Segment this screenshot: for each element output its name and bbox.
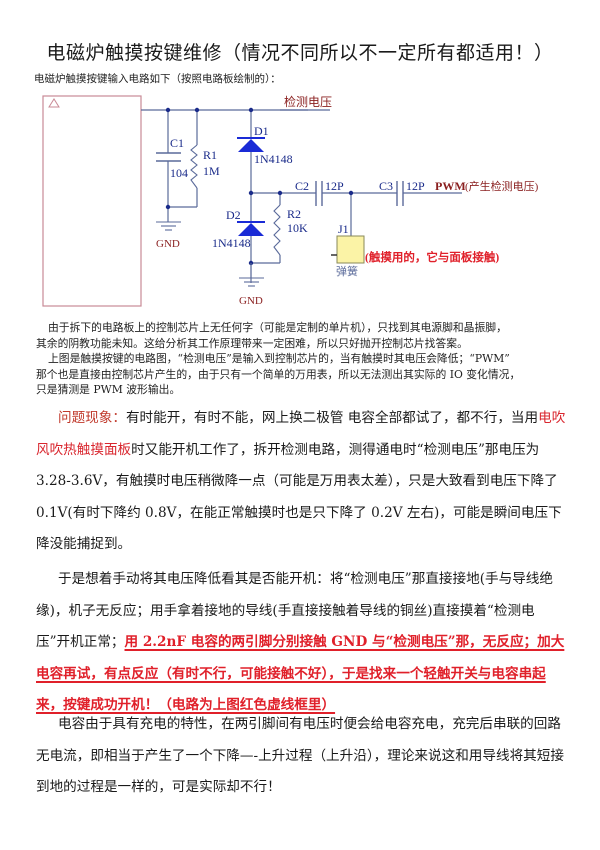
gnd-label-2: GND bbox=[239, 295, 263, 307]
circuit-schematic: 检测电压 C1 104 R1 1M D1 1N4148 D2 1N4148 R2… bbox=[42, 94, 539, 307]
j1-ref: J1 bbox=[338, 222, 349, 236]
c2-ref: C2 bbox=[295, 179, 309, 193]
problem-text-b: 时又能开机工作了，拆开检测电路，测得通电时“检测电压”那电压为 3.28-3.6… bbox=[36, 441, 562, 553]
document-title: 电磁炉触摸按键维修（情况不同所以不一定所有都适用！） bbox=[46, 42, 554, 64]
d2-ref: D2 bbox=[226, 208, 241, 222]
problem-label: 问题现象： bbox=[58, 410, 126, 426]
control-chip-box bbox=[42, 95, 142, 307]
analysis-paragraph: 电容由于具有充电的特性，在两引脚间有电压时便会给电容充电，充完后串联的回路无电流… bbox=[36, 709, 568, 804]
d1-diode bbox=[237, 137, 265, 152]
j1-value: 弹簧 bbox=[336, 264, 358, 278]
problem-highlight: 电吹风吹热触摸面板 bbox=[36, 410, 566, 458]
c2-capacitor bbox=[315, 181, 323, 206]
r2-value: 10K bbox=[287, 221, 308, 235]
gnd-label-1: GND bbox=[156, 238, 180, 250]
attempt-highlight: 用 2.2nF 电容的两引脚分别接触 GND 与“检测电压”那，无反应；加大电容… bbox=[36, 634, 565, 714]
problem-paragraph: 问题现象：有时能开，有时不能，网上换二极管 电容全部都试了，都不行，当用电吹风吹… bbox=[36, 403, 568, 561]
r1-resistor bbox=[190, 144, 198, 189]
r1-value: 1M bbox=[203, 164, 220, 178]
d1-ref: D1 bbox=[254, 124, 269, 138]
circuit-description: 由于拆下的电路板上的控制芯片上无任何字（可能是定制的单片机），只找到其电源脚和晶… bbox=[36, 320, 576, 398]
d1-value: 1N4148 bbox=[254, 152, 293, 166]
c3-value: 12P bbox=[406, 179, 425, 193]
c1-ref: C1 bbox=[170, 136, 184, 150]
pwm-label: PWM bbox=[435, 179, 466, 193]
r1-ref: R1 bbox=[203, 148, 217, 162]
pwm-note: (产生检测电压) bbox=[465, 179, 539, 193]
desc-line: 上图是触摸按键的电路图，“检测电压”是输入到控制芯片的，当有触摸时其电压会降低；… bbox=[48, 352, 510, 365]
desc-line: 那个也是直接由控制芯片产生的，由于只有一个简单的万用表，所以无法测出其实际的 I… bbox=[36, 367, 521, 381]
gnd-symbol-2 bbox=[239, 263, 264, 287]
gnd-symbol-1 bbox=[156, 221, 181, 231]
c1-value: 104 bbox=[170, 166, 188, 180]
document-subtitle: 电磁炉触摸按键输入电路如下（按照电路板绘制的）： bbox=[34, 73, 281, 85]
junction-dots bbox=[165, 107, 354, 266]
attempt-text: 于是想着手动将其电压降低看其是否能开机：将“检测电压”那直接接地(手与导线绝缘)… bbox=[36, 571, 553, 651]
c3-capacitor bbox=[396, 181, 404, 206]
r2-resistor bbox=[273, 204, 281, 256]
problem-text-a: 有时能开，有时不能，网上换二极管 电容全部都试了，都不行，当用 bbox=[125, 410, 539, 426]
desc-line: 由于拆下的电路板上的控制芯片上无任何字（可能是定制的单片机），只找到其电源脚和晶… bbox=[48, 321, 507, 334]
r2-ref: R2 bbox=[287, 207, 301, 221]
analysis-text: 电容由于具有充电的特性，在两引脚间有电压时便会给电容充电，充完后串联的回路无电流… bbox=[36, 716, 564, 796]
c3-ref: C3 bbox=[379, 179, 393, 193]
d2-diode bbox=[237, 221, 265, 236]
d2-value: 1N4148 bbox=[212, 236, 251, 250]
j1-note: (触摸用的，它与面板接触) bbox=[365, 250, 499, 264]
j1-spring-contact bbox=[331, 235, 365, 264]
c2-value: 12P bbox=[325, 179, 344, 193]
attempt-paragraph: 于是想着手动将其电压降低看其是否能开机：将“检测电压”那直接接地(手与导线绝缘)… bbox=[36, 564, 568, 722]
desc-line: 只是猜测是 PWM 波形输出。 bbox=[36, 383, 181, 396]
desc-line: 其余的阴教功能未知。这给分析其工作原理带来一定困难，所以只好抛开控制芯片找答案。 bbox=[36, 336, 468, 350]
net-label-detect-voltage: 检测电压 bbox=[284, 94, 332, 109]
c1-capacitor bbox=[156, 152, 181, 162]
